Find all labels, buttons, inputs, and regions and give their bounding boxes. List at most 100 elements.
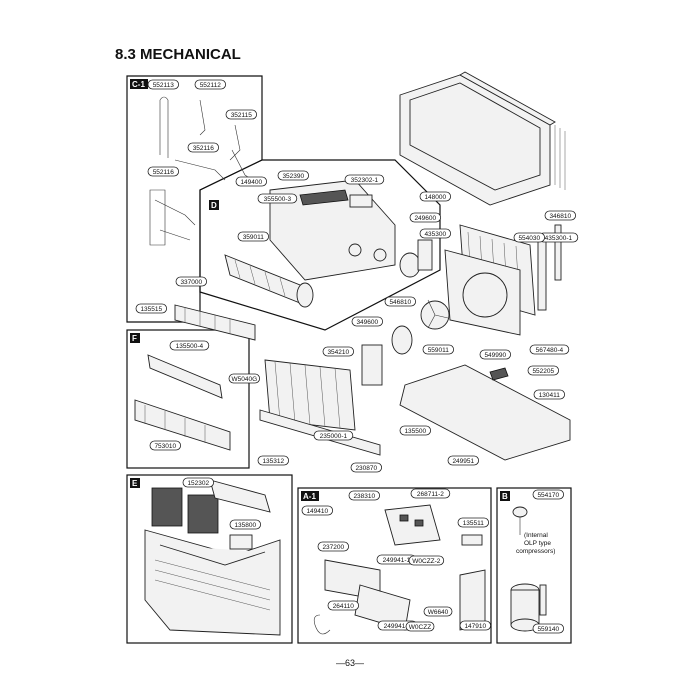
part-number: 352116 xyxy=(193,145,215,152)
part-callout: 355500-3 xyxy=(257,193,298,204)
part-number: 337000 xyxy=(180,279,202,286)
part-callout: 149410 xyxy=(301,505,334,516)
part-number: 152302 xyxy=(187,480,209,487)
page-title: 8.3 MECHANICAL xyxy=(115,46,241,63)
base-pan xyxy=(399,364,571,461)
part-number: 552205 xyxy=(532,368,554,375)
part-callout: W5040G xyxy=(228,373,261,384)
part-number: 552113 xyxy=(153,82,175,89)
part-number: 753010 xyxy=(154,443,176,450)
part-number: 238310 xyxy=(353,493,375,500)
discharge-louver xyxy=(134,354,231,451)
part-callout: 337000 xyxy=(175,276,208,287)
fan-shroud xyxy=(444,249,521,336)
part-callout: 435300 xyxy=(419,228,452,239)
part-number: W5040G xyxy=(231,376,257,383)
part-callout: 352116 xyxy=(187,142,220,153)
part-callout: 230870 xyxy=(350,462,383,473)
part-callout: 149400 xyxy=(235,176,268,187)
part-callout: 130411 xyxy=(533,389,566,400)
svg-text:E: E xyxy=(132,479,138,488)
part-callout: 346810 xyxy=(544,210,577,221)
control-bracket xyxy=(324,559,411,631)
part-callout: 567480-4 xyxy=(529,344,570,355)
svg-text:F: F xyxy=(132,334,137,343)
part-number: 354210 xyxy=(327,349,349,356)
blower-wheel xyxy=(224,254,314,308)
part-callout: 135800 xyxy=(229,519,262,530)
part-number: 549990 xyxy=(484,352,506,359)
part-callout: 237200 xyxy=(317,541,350,552)
part-callout: 352390 xyxy=(277,170,310,181)
part-number: 435300-1 xyxy=(545,235,573,242)
compressor xyxy=(510,583,547,632)
part-number: 567480-4 xyxy=(536,347,564,354)
air-filter xyxy=(151,479,271,534)
part-number: 352302-1 xyxy=(351,177,379,184)
part-number: 552112 xyxy=(200,82,222,89)
part-callout: 559140 xyxy=(532,623,565,634)
control-board xyxy=(384,504,441,546)
condenser-fan xyxy=(391,299,450,355)
part-number: 546810 xyxy=(389,299,411,306)
part-callout: W6640 xyxy=(423,606,453,617)
part-number: 249951 xyxy=(452,458,474,465)
part-number: 559011 xyxy=(428,347,450,354)
part-number: 559140 xyxy=(537,626,559,633)
evaporator-coil xyxy=(264,359,356,431)
part-callout: 359011 xyxy=(237,231,270,242)
part-callout: 249600 xyxy=(409,212,442,223)
part-callout: 238310 xyxy=(348,490,381,501)
part-callout: 753010 xyxy=(149,440,182,451)
part-number: 147910 xyxy=(464,623,486,630)
part-number: 135500-4 xyxy=(176,343,204,350)
power-cord xyxy=(313,614,331,635)
part-callout: 135511 xyxy=(457,517,490,528)
part-callout: 135312 xyxy=(257,455,290,466)
callout-layer: 552113 552112 352115 352116 552116 149400 3523… xyxy=(135,79,579,634)
part-callout: 554030 xyxy=(513,232,546,243)
section-label-d: D xyxy=(209,200,219,210)
inlet-grille-cover xyxy=(229,534,253,550)
part-callout: 249951 xyxy=(447,455,480,466)
compressor-fitting xyxy=(512,506,528,535)
section-label-a1: A-1 xyxy=(301,491,319,501)
part-callout: 152302 xyxy=(182,477,215,488)
part-number: 149400 xyxy=(240,179,262,186)
part-number: 435300 xyxy=(424,231,446,238)
part-number: 135515 xyxy=(140,306,162,313)
svg-text:B: B xyxy=(502,492,508,501)
part-callout: 554170 xyxy=(532,489,565,500)
part-callout: 264110 xyxy=(327,600,360,611)
part-number: W0CZZ xyxy=(409,624,431,631)
part-number: 249941-2 xyxy=(384,623,412,630)
blower-motor xyxy=(399,239,433,278)
section-e-frame xyxy=(126,474,293,644)
part-callout: 552205 xyxy=(527,365,560,376)
part-callout: 135500-4 xyxy=(169,340,210,351)
part-number: 554030 xyxy=(518,235,540,242)
part-number: W6640 xyxy=(428,609,449,616)
part-callout: W0CZZ xyxy=(405,621,435,632)
part-number: 268711-2 xyxy=(417,491,444,498)
part-callout: 352115 xyxy=(225,109,258,120)
part-number: 149410 xyxy=(306,508,328,515)
page-number: —63— xyxy=(335,658,364,668)
section-label-c1: C-1 xyxy=(130,79,148,89)
grille-strip xyxy=(174,304,256,341)
svg-text:A-1: A-1 xyxy=(303,492,316,501)
part-callout: 549990 xyxy=(479,349,512,360)
part-number: 352115 xyxy=(231,112,253,119)
part-number: 552116 xyxy=(153,169,175,176)
section-b-frame xyxy=(496,487,572,644)
part-number: 359011 xyxy=(243,234,265,241)
part-callout: 354210 xyxy=(322,346,355,357)
part-number: 130411 xyxy=(539,392,561,399)
cabinet-sleeve xyxy=(399,71,566,206)
part-number: 135500 xyxy=(404,428,426,435)
part-callout: 552116 xyxy=(147,166,180,177)
part-callout: 559011 xyxy=(422,344,455,355)
part-callout: W0CZZ-2 xyxy=(408,555,445,566)
part-callout: 552112 xyxy=(194,79,227,90)
